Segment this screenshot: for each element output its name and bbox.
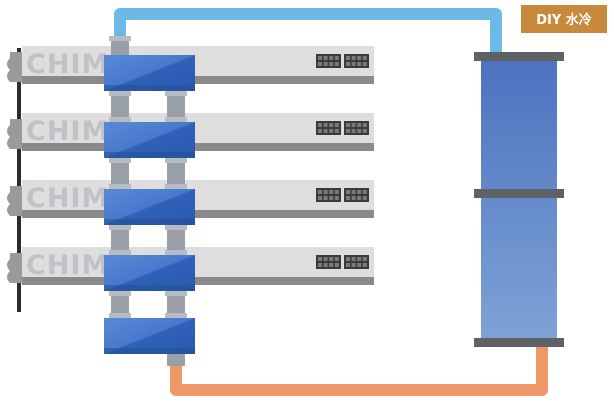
server-port-bank xyxy=(316,188,369,202)
server-mount-ear xyxy=(7,253,22,283)
badge-label: DIY 水冷 xyxy=(536,12,592,28)
tube-fitting xyxy=(167,91,185,122)
server-bottom-strip xyxy=(22,277,374,285)
radiator xyxy=(474,52,564,347)
server-bottom-strip xyxy=(22,143,374,151)
server-port-bank xyxy=(316,121,369,135)
hot-water-pipe xyxy=(114,8,502,54)
cold-water-pipe xyxy=(170,345,548,396)
server-port-bank xyxy=(316,54,369,68)
radiator-top-cap xyxy=(474,52,564,61)
tube-fitting xyxy=(167,291,185,318)
server-mount-ear xyxy=(7,186,22,216)
water-block xyxy=(104,318,195,354)
water-block xyxy=(104,122,195,158)
server-mount-ear xyxy=(7,119,22,149)
server-unit: CHIMO xyxy=(7,46,374,84)
tube-fitting xyxy=(167,158,185,189)
server-bottom-strip xyxy=(22,210,374,218)
server-front-panel xyxy=(22,180,374,210)
server-front-panel xyxy=(22,247,374,277)
server-front-panel xyxy=(22,113,374,143)
server-mount-ear xyxy=(7,52,22,82)
tube-fitting xyxy=(111,158,129,189)
water-block xyxy=(104,189,195,225)
tube-fitting xyxy=(167,225,185,255)
water-block xyxy=(104,255,195,291)
server-bottom-strip xyxy=(22,76,374,84)
rack-rail xyxy=(17,48,21,312)
water-block xyxy=(104,55,195,91)
tube-fitting xyxy=(111,225,129,255)
tube-fitting xyxy=(111,91,129,122)
diy-water-cooling-badge: DIY 水冷 xyxy=(521,5,607,33)
tube-fitting xyxy=(111,291,129,318)
server-front-panel xyxy=(22,46,374,76)
radiator-middle-band xyxy=(474,189,564,198)
server-unit: CHIMO xyxy=(7,247,374,285)
outlet-fitting xyxy=(167,354,185,366)
server-port-bank xyxy=(316,255,369,269)
radiator-bottom-cap xyxy=(474,338,564,347)
